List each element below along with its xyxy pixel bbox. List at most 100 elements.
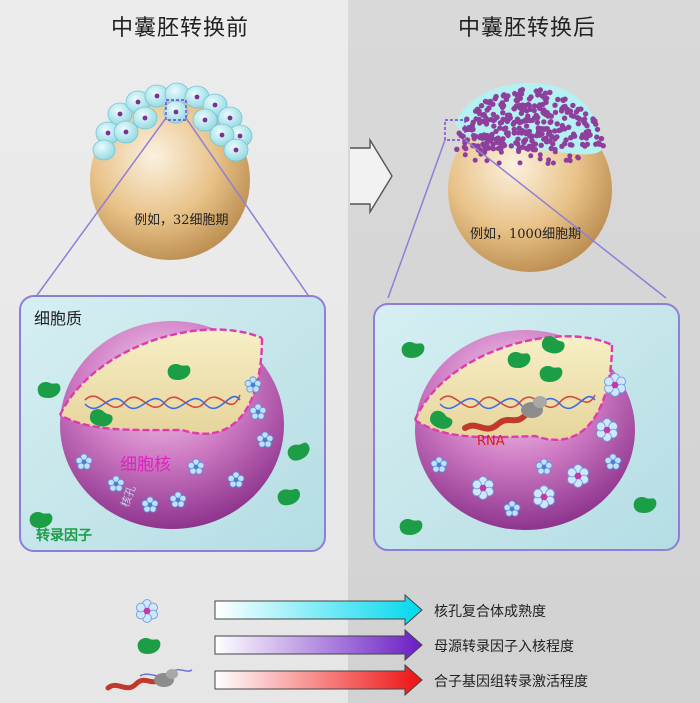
tf-label: 转录因子 bbox=[36, 527, 92, 544]
cell-nucleus-dot bbox=[490, 141, 496, 148]
rna-strand bbox=[462, 409, 531, 432]
cell-nucleus-dot bbox=[528, 153, 534, 159]
right-zoom-line-2 bbox=[464, 139, 667, 299]
cell-nucleus-dot bbox=[567, 142, 573, 148]
cell-nucleus-dot bbox=[575, 154, 581, 160]
cell-nucleus-dot bbox=[594, 134, 600, 140]
legend-label-pore-maturity: 核孔复合体成熟度 bbox=[434, 604, 546, 620]
left-embryo: 例如，32细胞期 bbox=[90, 82, 253, 260]
cell-nucleus-dot bbox=[470, 126, 476, 133]
legend-arrow-zga bbox=[214, 663, 423, 697]
cell-nucleus-dot bbox=[506, 112, 513, 118]
cell-nucleus-dot bbox=[555, 96, 561, 103]
right-stage-label: 例如，1000细胞期 bbox=[470, 226, 581, 242]
cell-nucleus-dot bbox=[500, 93, 507, 99]
cell-nucleus-dot bbox=[491, 123, 497, 129]
cell-nucleus-dot bbox=[505, 93, 511, 99]
left-zoom-line-1 bbox=[34, 117, 167, 299]
cell-nucleus-dot bbox=[515, 136, 521, 142]
cell-nucleus-dot bbox=[529, 133, 535, 139]
rna-label: RNA bbox=[477, 434, 505, 449]
cell-nucleus-dot bbox=[486, 145, 492, 151]
cell-nucleus-dot bbox=[570, 102, 576, 109]
cell-nucleus-dot bbox=[523, 123, 530, 129]
right-cell-dots bbox=[454, 87, 606, 166]
cell-nucleus-dot bbox=[548, 145, 554, 152]
cell-nucleus-dot bbox=[540, 101, 546, 108]
cell-nucleus-dot bbox=[522, 107, 528, 113]
cell-nucleus-dot bbox=[466, 124, 472, 131]
cell-nucleus-dot bbox=[600, 143, 606, 149]
cell-nucleus-dot bbox=[552, 102, 558, 108]
cell-nucleus-dot bbox=[496, 160, 502, 166]
cell-nucleus-dot bbox=[587, 132, 593, 138]
left-title: 中囊胚转换前 bbox=[111, 16, 250, 41]
cell-nucleus-dot bbox=[488, 134, 495, 141]
right-zoom-box bbox=[444, 119, 466, 141]
cell-nucleus-dot bbox=[523, 145, 530, 151]
cell-nucleus-dot bbox=[575, 106, 581, 113]
cell-nucleus-dot bbox=[518, 91, 525, 97]
cell-nucleus-dot bbox=[523, 117, 529, 123]
cell-nucleus-dot bbox=[533, 88, 539, 94]
cell-nucleus-dot bbox=[559, 122, 565, 129]
cell-nucleus-dot bbox=[535, 114, 541, 121]
cell-nucleus-dot bbox=[522, 102, 528, 109]
cell-nucleus-dot bbox=[554, 121, 560, 127]
cell-nucleus-dot bbox=[552, 128, 558, 134]
nuclear-pore-icon bbox=[596, 418, 618, 442]
cell-nucleus-dot bbox=[536, 104, 542, 110]
legend-rna-polymerase-icon bbox=[105, 669, 193, 691]
cell-nucleus-dot bbox=[528, 143, 534, 150]
cell-nucleus-dot bbox=[547, 129, 553, 135]
cell-nucleus-dot bbox=[552, 149, 558, 155]
cell-nucleus-dot bbox=[484, 158, 490, 164]
cell-nucleus-dot bbox=[497, 125, 503, 131]
cell-nucleus-dot bbox=[513, 97, 519, 104]
cell-nucleus-dot bbox=[516, 125, 522, 131]
cell-nucleus-dot bbox=[511, 130, 517, 136]
cell-nucleus-dot bbox=[529, 138, 535, 144]
cell-nucleus-dot bbox=[574, 115, 581, 121]
transition-arrow bbox=[350, 137, 393, 215]
cell-nucleus-dot bbox=[493, 128, 499, 135]
legend-label-zga: 合子基因组转录激活程度 bbox=[434, 674, 588, 690]
cell-nucleus-dot bbox=[480, 118, 486, 125]
legend-arrow-pore-maturity bbox=[214, 593, 423, 627]
legend-arrow-tf-import bbox=[214, 628, 423, 662]
cell-nucleus-dot bbox=[537, 152, 543, 158]
cell-nucleus-dot bbox=[563, 157, 569, 163]
cell-nucleus-dot bbox=[500, 116, 506, 123]
right-detail-box: RNA bbox=[373, 303, 680, 551]
cell-nucleus-dot bbox=[511, 106, 518, 112]
cell-nucleus-dot bbox=[478, 103, 485, 109]
cell-nucleus-dot bbox=[508, 143, 514, 149]
legend-label-tf-import: 母源转录因子入核程度 bbox=[434, 639, 574, 655]
cell-nucleus-dot bbox=[462, 152, 468, 158]
cell-nucleus-dot bbox=[473, 108, 479, 114]
cell-nucleus-dot bbox=[538, 142, 544, 148]
cell-nucleus-dot bbox=[495, 145, 502, 152]
cell-nucleus-dot bbox=[515, 117, 521, 123]
legend-transcription-factor-icon bbox=[137, 638, 161, 654]
cell-nucleus-dot bbox=[473, 116, 479, 122]
right-title: 中囊胚转换后 bbox=[458, 16, 597, 41]
cell-nucleus-dot bbox=[570, 131, 577, 137]
cell-nucleus-dot bbox=[517, 102, 523, 109]
cell-nucleus-dot bbox=[567, 153, 573, 159]
cell-nucleus-dot bbox=[539, 131, 545, 137]
cell-nucleus-dot bbox=[575, 121, 582, 127]
cell-nucleus-dot bbox=[550, 160, 556, 166]
cell-nucleus-dot bbox=[554, 134, 560, 140]
cell-nucleus-dot bbox=[584, 141, 590, 147]
cell-nucleus-dot bbox=[547, 89, 553, 96]
cell-nucleus-dot bbox=[529, 117, 535, 124]
legend bbox=[105, 593, 423, 697]
cell-nucleus-dot bbox=[531, 103, 538, 109]
cell-nucleus-dot bbox=[482, 98, 489, 105]
cell-nucleus-dot bbox=[500, 103, 507, 109]
legend-nuclear-pore-icon bbox=[136, 599, 158, 623]
cell-nucleus-dot bbox=[528, 94, 534, 100]
cell-nucleus-dot bbox=[583, 129, 589, 135]
cell-nucleus-dot bbox=[579, 134, 585, 141]
